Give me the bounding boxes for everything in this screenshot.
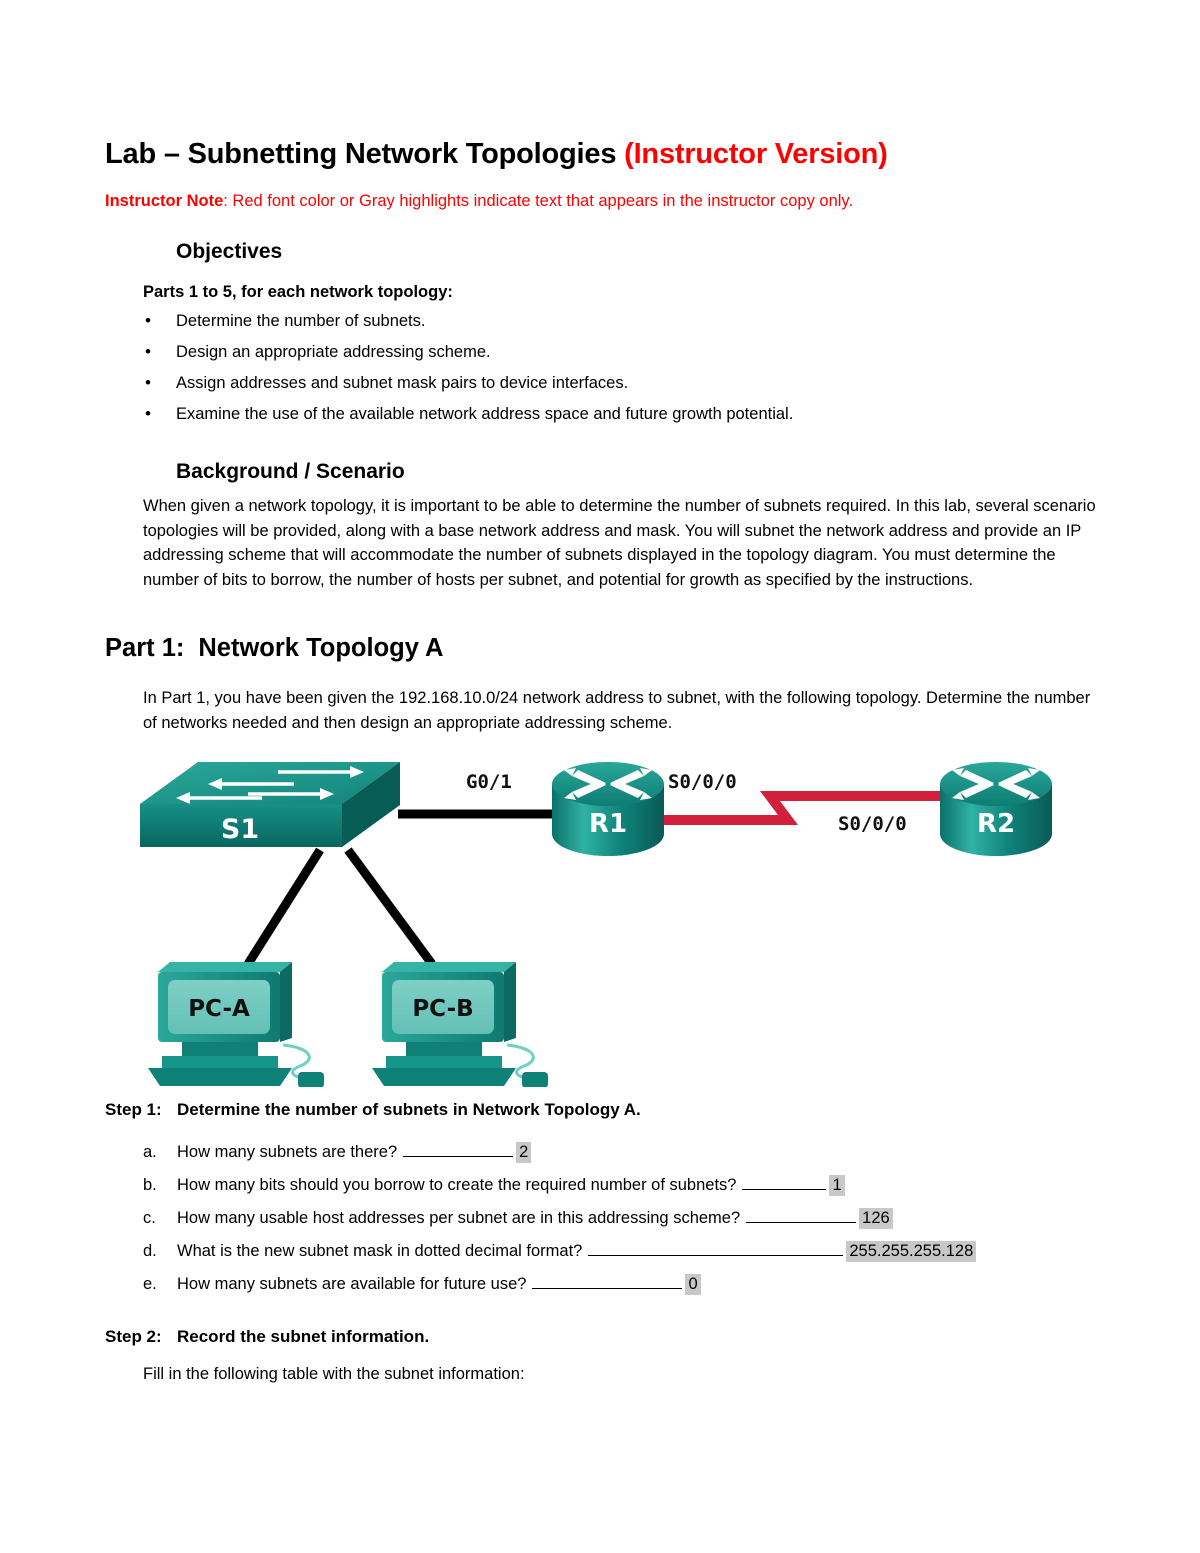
list-item: Examine the use of the available network… (143, 398, 1043, 430)
device-pc-a: PC-A (148, 962, 324, 1087)
answer-value: 2 (516, 1142, 532, 1163)
interface-label-g01: G0/1 (466, 771, 512, 793)
interface-label-r1-serial: S0/0/0 (668, 771, 737, 793)
step1-question-list: a. How many subnets are there? 2 b. How man… (143, 1136, 1143, 1301)
list-item: Design an appropriate addressing scheme. (143, 336, 1043, 368)
instructor-note-text: : Red font color or Gray highlights indi… (223, 192, 854, 210)
step1-title: Determine the number of subnets in Netwo… (177, 1100, 641, 1119)
instructor-note-label: Instructor Note (105, 192, 224, 210)
objectives-heading: Objectives (176, 240, 283, 263)
question-text: What is the new subnet mask in dotted de… (177, 1242, 583, 1260)
link-r1-r2-serial (640, 791, 940, 825)
question-text: How many usable host addresses per subne… (177, 1209, 741, 1227)
svg-text:S1: S1 (221, 814, 259, 845)
device-router-r2: R2 (940, 762, 1052, 856)
part1-heading: Part 1: Network Topology A (105, 634, 443, 663)
svg-text:R1: R1 (589, 809, 627, 839)
answer-blank-line[interactable] (742, 1174, 827, 1190)
step2-title: Record the subnet information. (177, 1327, 430, 1346)
question-marker: c. (143, 1209, 156, 1227)
svg-text:PC-A: PC-A (188, 996, 250, 1022)
question-row-e: e. How many subnets are available for fut… (143, 1268, 1143, 1301)
list-item: Determine the number of subnets. (143, 305, 1043, 337)
question-marker: e. (143, 1275, 157, 1293)
question-marker: a. (143, 1143, 157, 1161)
list-item: Assign addresses and subnet mask pairs t… (143, 367, 1043, 399)
interface-label-r2-serial: S0/0/0 (838, 813, 907, 835)
answer-value: 0 (685, 1274, 701, 1295)
answer-blank-line[interactable] (532, 1273, 683, 1289)
question-marker: b. (143, 1176, 157, 1194)
step2-text: Fill in the following table with the sub… (143, 1365, 525, 1383)
answer-blank-line[interactable] (588, 1240, 844, 1256)
background-heading: Background / Scenario (176, 460, 405, 483)
answer-value: 126 (859, 1208, 893, 1229)
step2-heading: Step 2: Record the subnet information. (105, 1327, 429, 1347)
device-router-r1: R1 (552, 762, 664, 856)
objectives-list: Determine the number of subnets. Design … (143, 305, 1043, 430)
part1-title: Network Topology A (198, 634, 444, 662)
answer-value: 1 (829, 1175, 845, 1196)
svg-text:R2: R2 (977, 809, 1015, 839)
link-s1-pcb (344, 847, 436, 967)
instructor-note: Instructor Note: Red font color or Gray … (105, 192, 853, 211)
part1-intro: In Part 1, you have been given the 192.1… (143, 689, 1091, 732)
question-row-a: a. How many subnets are there? 2 (143, 1136, 1143, 1169)
part1-number: Part 1: (105, 634, 185, 662)
answer-value: 255.255.255.128 (846, 1241, 977, 1262)
question-row-c: c. How many usable host addresses per sub… (143, 1202, 1143, 1235)
background-paragraph: When given a network topology, it is imp… (143, 497, 1096, 589)
question-row-d: d. What is the new subnet mask in dotted … (143, 1235, 1143, 1268)
page-title-main: Lab – Subnetting Network Topologies (105, 138, 625, 170)
objectives-lead: Parts 1 to 5, for each network topology: (143, 283, 453, 301)
step2-label: Step 2: (105, 1327, 162, 1346)
step1-heading: Step 1: Determine the number of subnets i… (105, 1100, 641, 1120)
step1-label: Step 1: (105, 1100, 162, 1119)
page-title: Lab – Subnetting Network Topologies (Ins… (105, 138, 888, 171)
device-pc-b: PC-B (372, 962, 548, 1087)
device-switch-s1: S1 (140, 762, 400, 847)
answer-blank-line[interactable] (746, 1207, 857, 1223)
svg-text:PC-B: PC-B (412, 996, 473, 1022)
question-row-b: b. How many bits should you borrow to cre… (143, 1169, 1143, 1202)
question-marker: d. (143, 1242, 157, 1260)
link-s1-pca (244, 847, 324, 967)
question-text: How many subnets are there? (177, 1143, 398, 1161)
question-text: How many subnets are available for futur… (177, 1275, 527, 1293)
network-topology-diagram: S1 R1 (120, 742, 1100, 1087)
question-text: How many bits should you borrow to creat… (177, 1176, 737, 1194)
page-title-instructor-version: (Instructor Version) (624, 138, 888, 170)
answer-blank-line[interactable] (403, 1141, 514, 1157)
